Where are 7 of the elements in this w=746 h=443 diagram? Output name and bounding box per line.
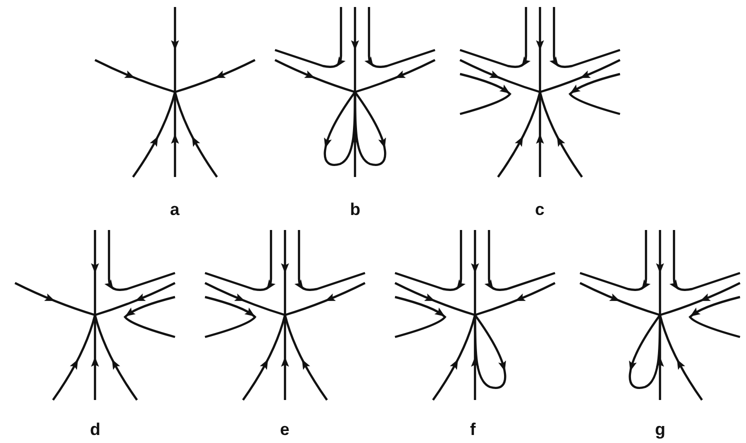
panel-label: f <box>470 420 476 440</box>
panel-label: d <box>90 420 100 440</box>
panel-label: c <box>535 200 544 220</box>
panel-label: e <box>280 420 290 440</box>
panel-label: b <box>350 200 360 220</box>
panel-label: g <box>655 420 666 440</box>
panel-label: a <box>170 200 180 220</box>
